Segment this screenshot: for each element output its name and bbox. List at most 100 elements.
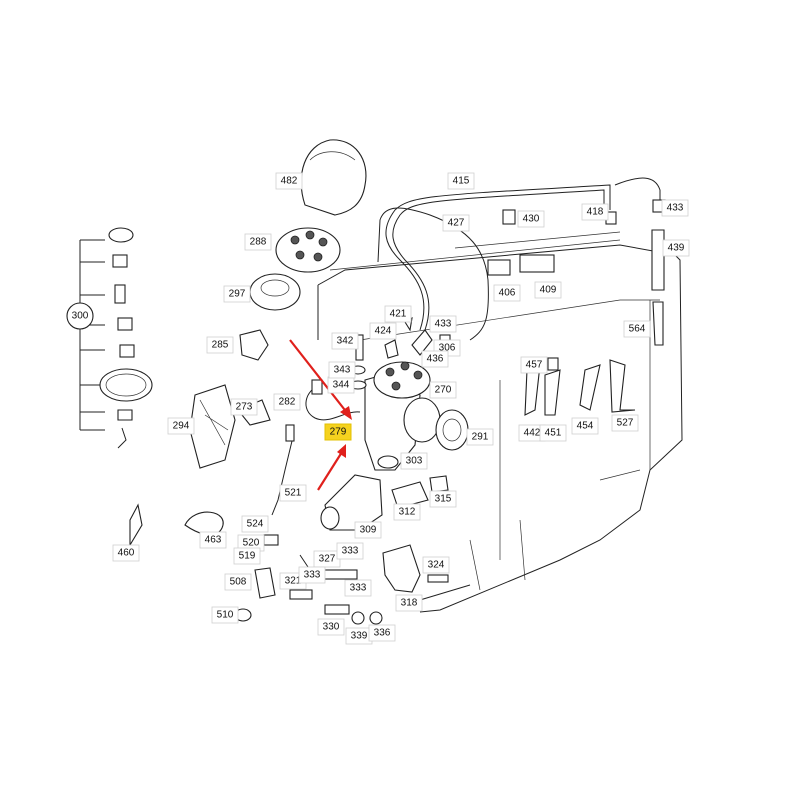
rotor-297 — [249, 273, 301, 311]
part-label-454[interactable]: 454 — [571, 417, 599, 435]
part-label-527[interactable]: 527 — [611, 414, 639, 432]
label-box — [520, 356, 548, 374]
part-label-327[interactable]: 327 — [313, 550, 341, 568]
label-box — [662, 239, 690, 257]
part-label-433[interactable]: 433 — [661, 199, 689, 217]
part-label-433[interactable]: 433 — [429, 315, 457, 333]
highlight-box — [324, 423, 352, 441]
housing-309 — [320, 474, 449, 531]
part-label-342[interactable]: 342 — [331, 332, 359, 350]
label-box — [211, 606, 239, 624]
label-box — [233, 547, 261, 565]
part-label-270[interactable]: 270 — [429, 381, 457, 399]
label-box — [368, 624, 396, 642]
part-number: 303 — [406, 456, 423, 467]
part-number: 288 — [250, 237, 267, 248]
part-label-300[interactable]: 300 — [66, 302, 94, 330]
part-number: 418 — [587, 207, 604, 218]
part-label-297[interactable]: 297 — [223, 285, 251, 303]
small-parts-top — [349, 316, 451, 390]
label-box — [244, 233, 272, 251]
label-box — [317, 618, 345, 636]
label-box — [273, 393, 301, 411]
part-number: 342 — [337, 336, 354, 347]
part-number: 270 — [435, 385, 452, 396]
part-label-451[interactable]: 451 — [539, 424, 567, 442]
part-number: 508 — [230, 577, 247, 588]
part-label-406[interactable]: 406 — [493, 284, 521, 302]
part-label-519[interactable]: 519 — [233, 547, 261, 565]
part-number: 442 — [524, 428, 541, 439]
part-label-336[interactable]: 336 — [368, 624, 396, 642]
cap-cover-482 — [300, 139, 367, 216]
part-number: 285 — [212, 340, 229, 351]
part-label-409[interactable]: 409 — [534, 281, 562, 299]
part-number: 415 — [453, 176, 470, 187]
part-label-415[interactable]: 415 — [447, 172, 475, 190]
label-box — [230, 398, 258, 416]
part-number: 336 — [374, 628, 391, 639]
part-label-463[interactable]: 463 — [199, 531, 227, 549]
part-number: 330 — [323, 622, 340, 633]
label-box — [112, 544, 140, 562]
part-number: 510 — [217, 610, 234, 621]
part-number: 327 — [319, 554, 336, 565]
part-label-285[interactable]: 285 — [206, 336, 234, 354]
part-label-318[interactable]: 318 — [395, 594, 423, 612]
part-label-291[interactable]: 291 — [466, 428, 494, 446]
part-label-439[interactable]: 439 — [662, 239, 690, 257]
part-label-288[interactable]: 288 — [244, 233, 272, 251]
part-number: 430 — [523, 214, 540, 225]
part-label-312[interactable]: 312 — [393, 503, 421, 521]
part-number: 297 — [229, 289, 246, 300]
part-label-333[interactable]: 333 — [344, 579, 372, 597]
part-label-333[interactable]: 333 — [298, 566, 326, 584]
label-box — [611, 414, 639, 432]
part-label-273[interactable]: 273 — [230, 398, 258, 416]
part-number: 282 — [279, 397, 296, 408]
part-number: 315 — [435, 494, 452, 505]
part-label-421[interactable]: 421 — [384, 305, 412, 323]
part-label-294[interactable]: 294 — [167, 417, 195, 435]
part-label-424[interactable]: 424 — [369, 322, 397, 340]
part-label-315[interactable]: 315 — [429, 490, 457, 508]
part-label-309[interactable]: 309 — [354, 521, 382, 539]
part-label-510[interactable]: 510 — [211, 606, 239, 624]
label-box — [623, 320, 651, 338]
distributor-cap-288 — [275, 227, 341, 273]
part-number: 463 — [205, 535, 222, 546]
part-label-418[interactable]: 418 — [581, 203, 609, 221]
part-number: 524 — [247, 519, 264, 530]
part-label-430[interactable]: 430 — [517, 210, 545, 228]
label-box — [354, 521, 382, 539]
label-box — [344, 579, 372, 597]
part-label-460[interactable]: 460 — [112, 544, 140, 562]
label-box — [167, 417, 195, 435]
part-number: 433 — [667, 203, 684, 214]
label-box — [421, 350, 449, 368]
part-label-279[interactable]: 279 — [324, 423, 352, 441]
part-number: 521 — [285, 488, 302, 499]
part-label-524[interactable]: 524 — [241, 515, 269, 533]
part-number: 457 — [526, 360, 543, 371]
part-label-457[interactable]: 457 — [520, 356, 548, 374]
label-box — [328, 361, 356, 379]
part-label-303[interactable]: 303 — [400, 452, 428, 470]
part-label-282[interactable]: 282 — [273, 393, 301, 411]
part-label-521[interactable]: 521 — [279, 484, 307, 502]
part-label-427[interactable]: 427 — [442, 214, 470, 232]
part-label-564[interactable]: 564 — [623, 320, 651, 338]
part-label-344[interactable]: 344 — [327, 376, 355, 394]
part-number: 433 — [435, 319, 452, 330]
part-label-343[interactable]: 343 — [328, 361, 356, 379]
part-label-330[interactable]: 330 — [317, 618, 345, 636]
part-label-324[interactable]: 324 — [422, 556, 450, 574]
part-label-436[interactable]: 436 — [421, 350, 449, 368]
part-label-333[interactable]: 333 — [336, 542, 364, 560]
part-label-508[interactable]: 508 — [224, 573, 252, 591]
part-label-482[interactable]: 482 — [275, 172, 303, 190]
label-box — [442, 214, 470, 232]
part-label-339[interactable]: 339 — [345, 627, 373, 645]
label-box — [331, 332, 359, 350]
part-number: 273 — [236, 402, 253, 413]
